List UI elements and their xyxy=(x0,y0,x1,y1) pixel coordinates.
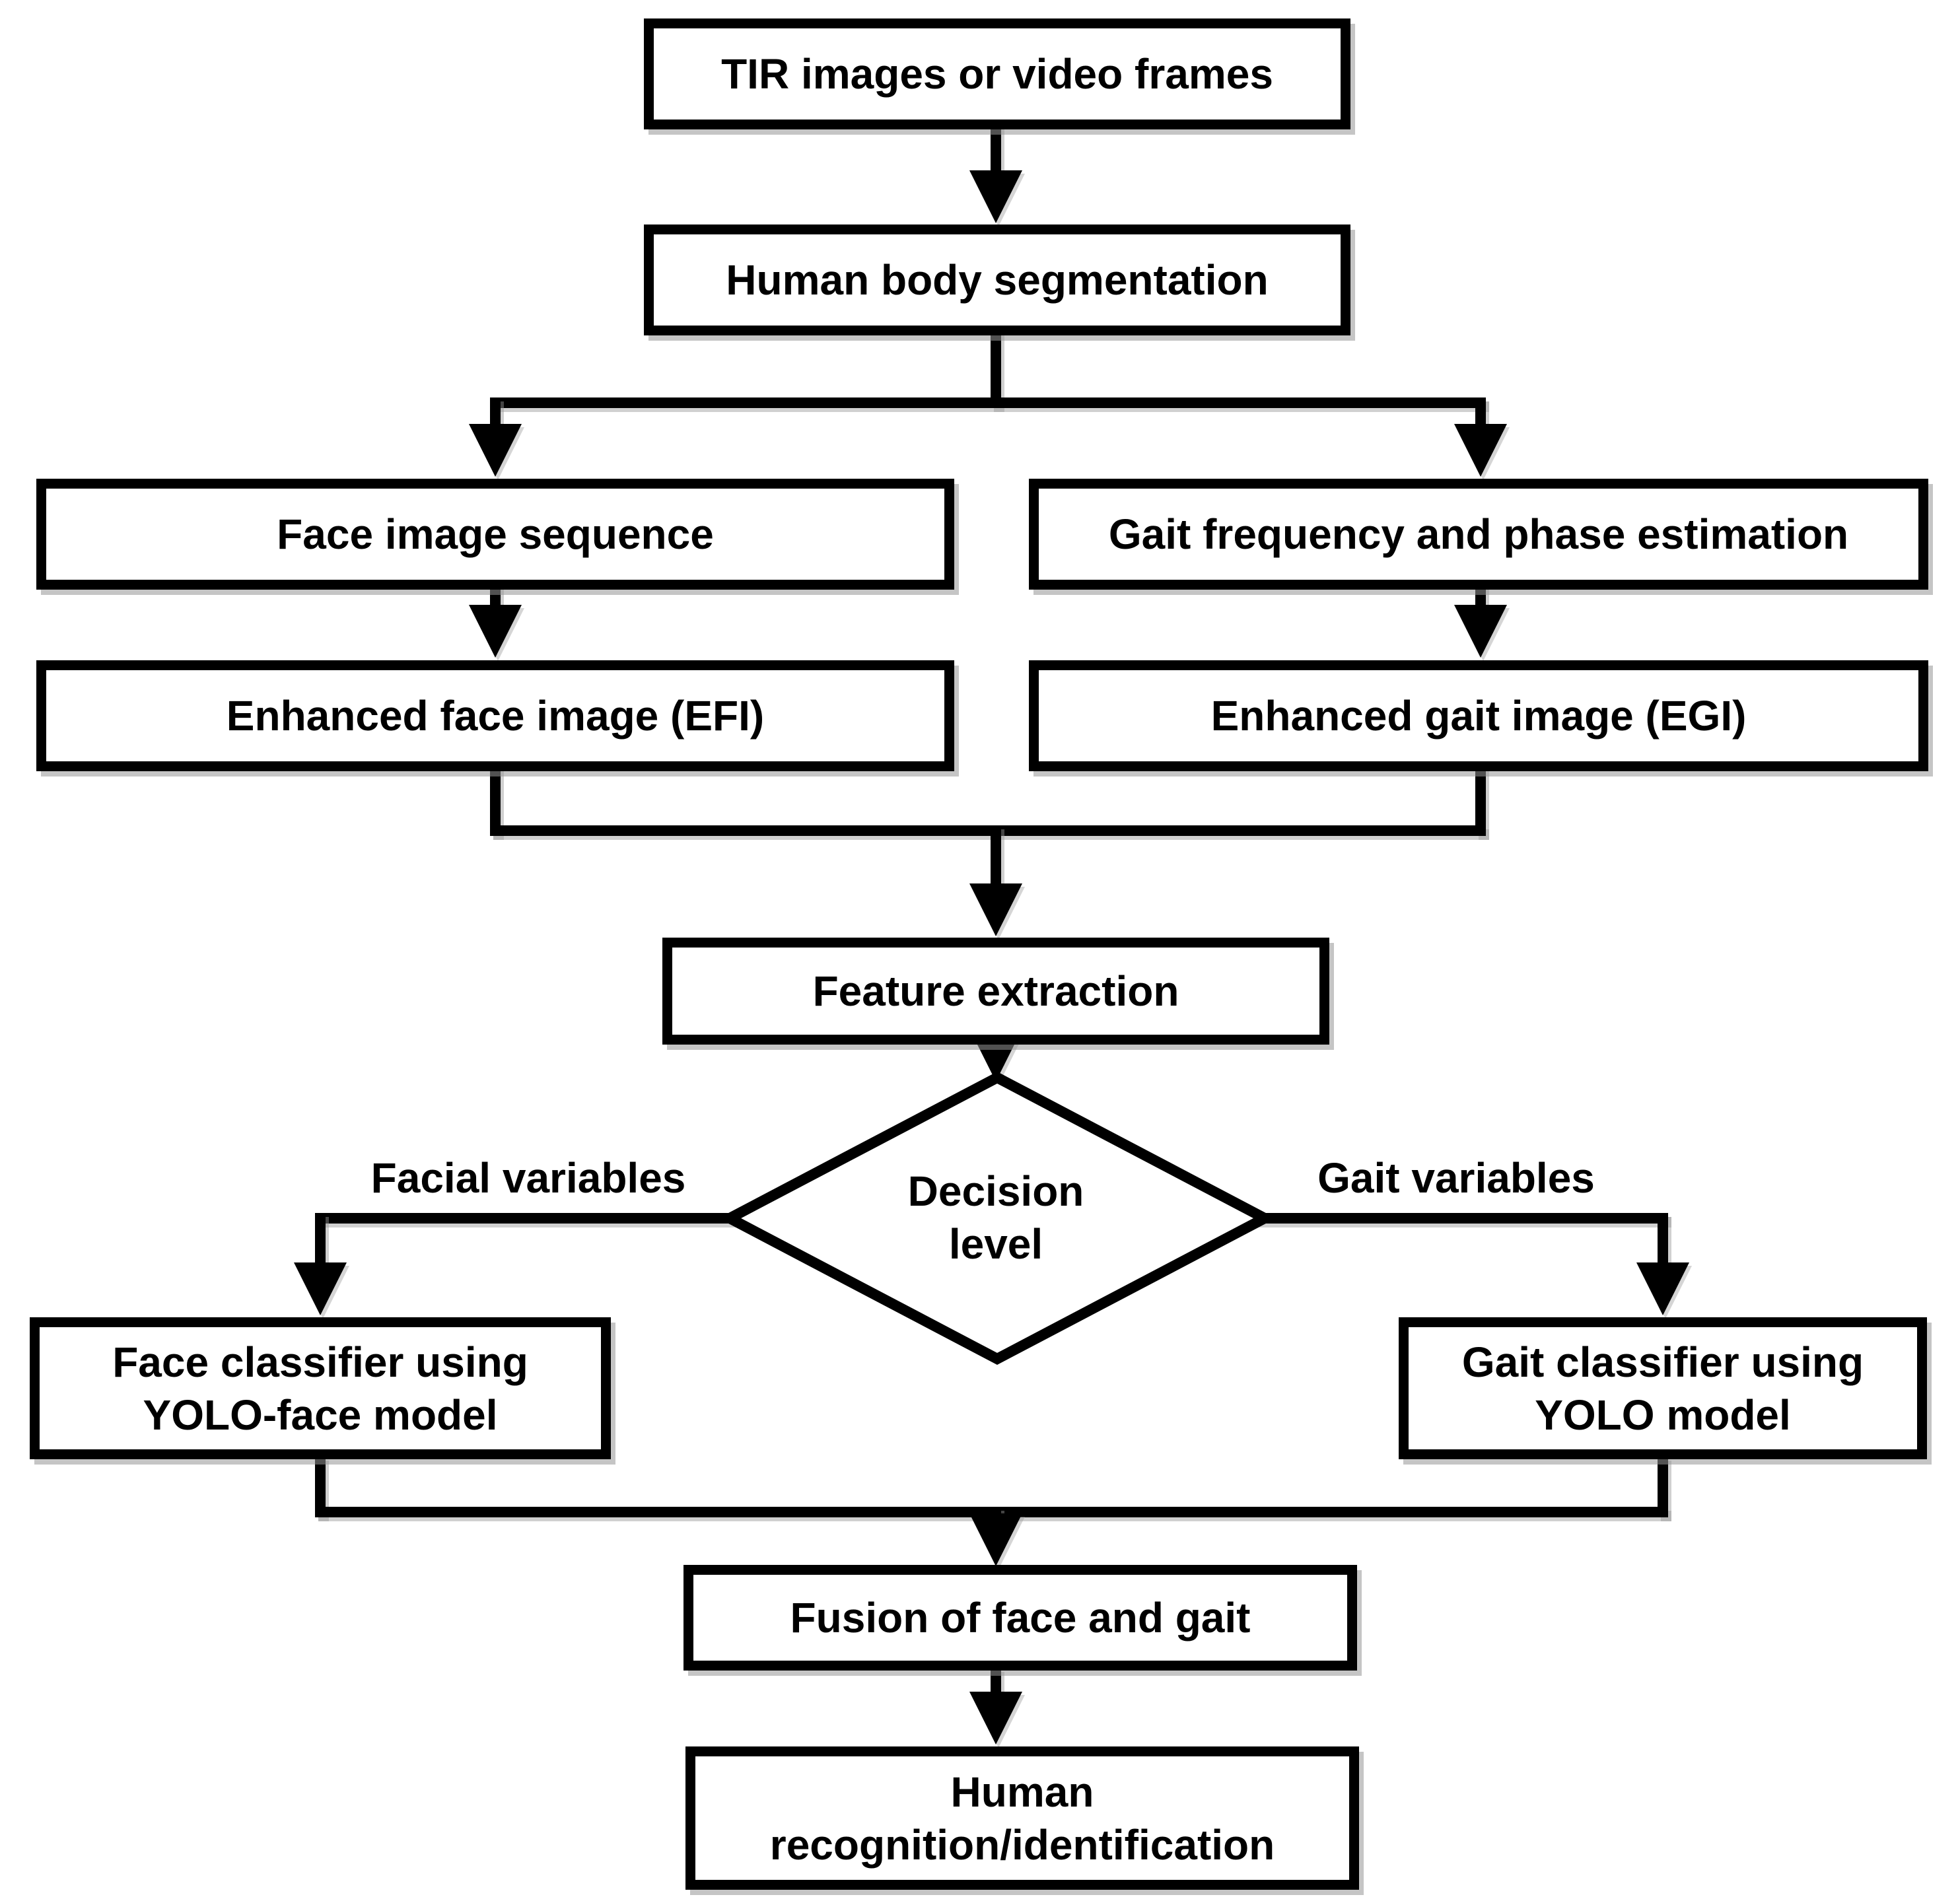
node-decision-level xyxy=(723,1071,1271,1365)
node-gait-frequency: Gait frequency and phase estimation xyxy=(1029,479,1928,590)
face-classifier-line2: YOLO-face model xyxy=(143,1391,498,1439)
connector-decision-left-horizontal xyxy=(315,1213,743,1224)
connector-split-right-down xyxy=(1475,397,1486,431)
arrowhead-into-segmentation xyxy=(969,170,1022,223)
node-human-body-segmentation: Human body segmentation xyxy=(644,224,1350,335)
connector-merge-to-feature xyxy=(991,825,1001,885)
edge-label-facial-variables: Facial variables xyxy=(370,1154,686,1202)
node-gait-frequency-label: Gait frequency and phase estimation xyxy=(1108,510,1849,558)
node-human-recognition: Human recognition/identification xyxy=(685,1746,1359,1890)
node-enhanced-face-image: Enhanced face image (EFI) xyxy=(36,660,954,771)
node-enhanced-gait-image-label: Enhanced gait image (EGI) xyxy=(1210,692,1747,740)
gait-classifier-line2: YOLO model xyxy=(1535,1391,1791,1439)
human-recognition-line1: Human xyxy=(950,1768,1094,1816)
arrowhead-into-gait-classifier xyxy=(1636,1262,1689,1315)
node-enhanced-face-image-label: Enhanced face image (EFI) xyxy=(226,692,765,740)
arrowhead-into-efi xyxy=(469,605,522,658)
arrowhead-into-egi xyxy=(1454,605,1507,658)
arrowhead-into-fusion xyxy=(969,1513,1022,1566)
node-human-body-segmentation-label: Human body segmentation xyxy=(726,256,1269,304)
connector-gait-classifier-down xyxy=(1658,1457,1668,1517)
face-classifier-line1: Face classifier using xyxy=(112,1338,528,1386)
node-face-classifier: Face classifier using YOLO-face model xyxy=(30,1317,611,1459)
decision-level-line1: Decision xyxy=(907,1167,1084,1215)
gait-classifier-line1: Gait classifier using xyxy=(1461,1338,1864,1386)
arrowhead-into-face-classifier xyxy=(294,1262,347,1315)
connector-tir-to-segmentation xyxy=(991,125,1001,178)
arrowhead-into-face-sequence xyxy=(469,424,522,477)
connector-decision-left-down xyxy=(315,1213,326,1269)
node-enhanced-gait-image: Enhanced gait image (EGI) xyxy=(1029,660,1928,771)
edge-label-gait-variables: Gait variables xyxy=(1317,1154,1595,1202)
connector-decision-right-horizontal xyxy=(1255,1213,1668,1224)
node-face-image-sequence: Face image sequence xyxy=(36,479,954,590)
decision-level-line2: level xyxy=(948,1220,1043,1268)
connector-decision-right-down xyxy=(1658,1213,1668,1269)
node-tir-images-label: TIR images or video frames xyxy=(721,50,1273,98)
node-fusion-label: Fusion of face and gait xyxy=(790,1594,1251,1641)
node-feature-extraction-label: Feature extraction xyxy=(812,967,1179,1015)
arrowhead-into-recognition xyxy=(969,1692,1022,1744)
node-tir-images: TIR images or video frames xyxy=(644,18,1350,129)
node-fusion: Fusion of face and gait xyxy=(683,1565,1357,1671)
connector-efi-down xyxy=(490,767,501,836)
arrowhead-into-feature-extraction xyxy=(969,883,1022,936)
node-face-image-sequence-label: Face image sequence xyxy=(277,510,714,558)
connector-segmentation-down xyxy=(991,331,1001,408)
connector-face-classifier-down xyxy=(315,1457,326,1517)
decision-diamond-shape xyxy=(723,1071,1271,1365)
arrowhead-into-gait-frequency xyxy=(1454,424,1507,477)
node-gait-classifier: Gait classifier using YOLO model xyxy=(1399,1317,1927,1459)
connector-merge-horizontal xyxy=(490,825,1486,836)
connector-split-left-down xyxy=(490,397,501,431)
human-recognition-line2: recognition/identification xyxy=(769,1820,1275,1869)
node-decision-level-label: Decision level xyxy=(831,1165,1161,1270)
node-feature-extraction: Feature extraction xyxy=(662,938,1329,1045)
connector-split-horizontal xyxy=(490,397,1486,408)
connector-egi-down xyxy=(1475,767,1486,836)
